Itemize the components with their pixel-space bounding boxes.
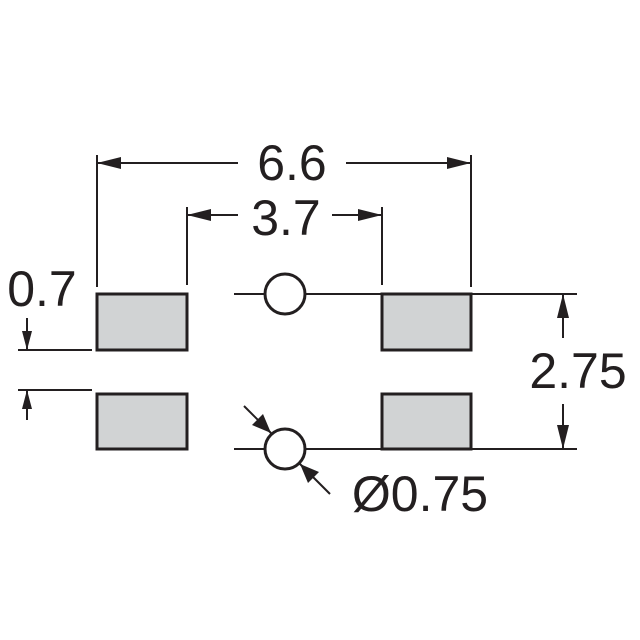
dimension-pad-gap: 0.7 — [7, 261, 92, 420]
arrow-down-icon — [557, 425, 569, 449]
mounting-hole-bottom — [263, 427, 307, 471]
pad-top-left — [95, 292, 189, 352]
arrow-up-icon — [557, 294, 569, 318]
inner-spacing-label: 3.7 — [251, 190, 321, 246]
mounting-hole-top — [263, 272, 307, 316]
arrow-right-icon — [358, 209, 382, 221]
dimension-inner-spacing: 3.7 — [186, 190, 383, 285]
pad-gap-label: 0.7 — [7, 261, 77, 317]
dimension-row-pitch: 2.75 — [529, 294, 627, 449]
overall-width-label: 6.6 — [257, 135, 327, 191]
arrow-right-icon — [447, 157, 471, 169]
pad-bottom-right — [380, 392, 473, 451]
arrow-left-icon — [187, 209, 211, 221]
pad-top-right — [380, 292, 473, 352]
arrow-diagonal-icon — [300, 464, 319, 483]
arrow-down-icon — [22, 331, 32, 350]
pad-bottom-left — [95, 392, 189, 451]
arrow-diagonal-icon — [252, 414, 271, 433]
row-pitch-label: 2.75 — [529, 343, 626, 399]
hole-diameter-label: Ø0.75 — [352, 466, 488, 522]
arrow-left-icon — [97, 157, 121, 169]
dimension-hole-diameter: Ø0.75 — [243, 405, 488, 522]
arrow-up-icon — [22, 390, 32, 409]
dimension-overall-width: 6.6 — [96, 135, 472, 287]
